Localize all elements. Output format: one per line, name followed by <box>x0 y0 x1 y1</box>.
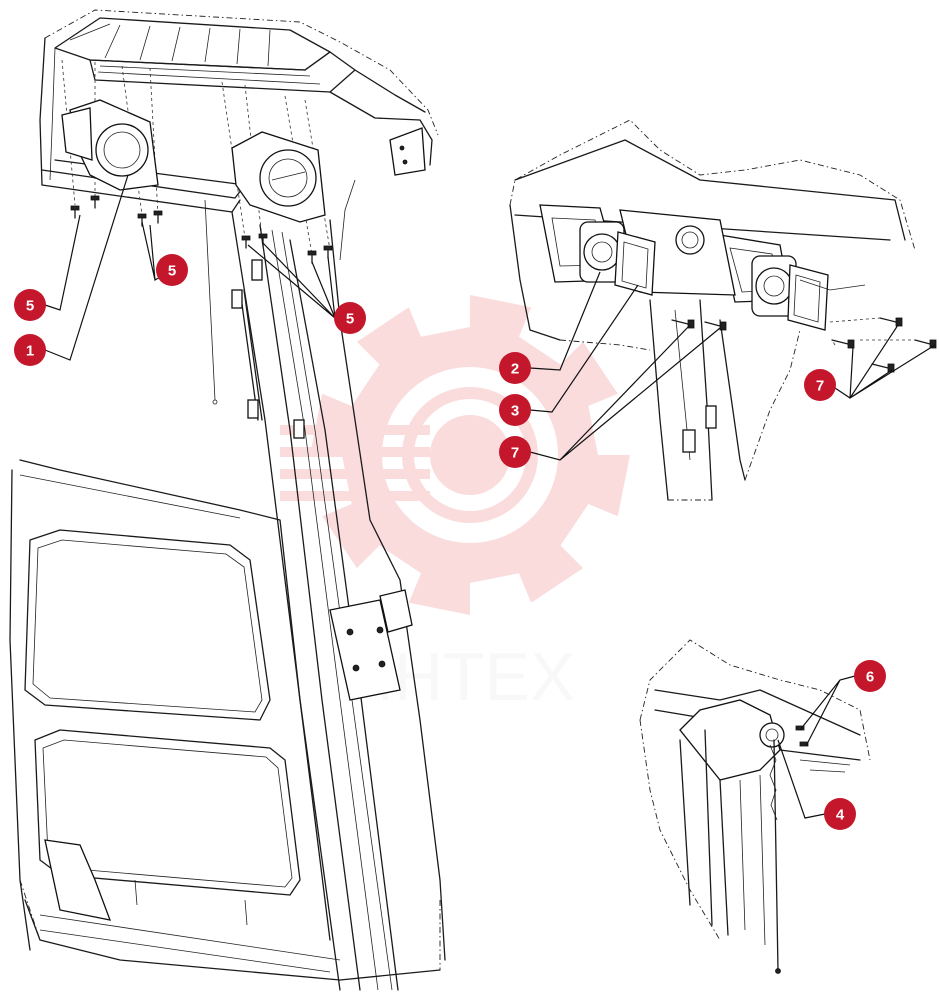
speaker-detail-view <box>509 119 937 501</box>
screws-left <box>671 319 727 331</box>
callout-speaker-screws-right: 7 <box>804 369 836 401</box>
callout-number: 1 <box>26 343 34 360</box>
watermark-ring-1 <box>382 367 558 543</box>
callout-speaker-grille: 3 <box>499 394 531 426</box>
speaker-right <box>751 255 797 317</box>
watermark-gear-shape <box>310 295 630 615</box>
callout-antenna: 4 <box>824 798 856 830</box>
callout-number: 2 <box>511 361 519 378</box>
callout-circle <box>14 289 46 321</box>
callout-left-bracket-bolts: 5 <box>14 289 46 321</box>
callout-circle <box>804 369 836 401</box>
watermark-stripe <box>280 447 430 457</box>
screws-right <box>829 317 937 373</box>
callout-number: 6 <box>866 669 874 686</box>
leader-lines <box>44 174 936 819</box>
bolts-upper <box>70 195 333 264</box>
callout-circle <box>499 352 531 384</box>
callout-number: 5 <box>26 298 34 315</box>
watermark-gear-logo: ИНТЕХ <box>280 295 630 615</box>
cab-structure <box>9 9 446 991</box>
callout-speaker-bracket: 1 <box>14 334 46 366</box>
callout-number: 7 <box>511 445 519 462</box>
callout-circle <box>334 302 366 334</box>
watermark-stripe <box>280 491 430 501</box>
callout-number: 5 <box>346 311 354 328</box>
callout-markers: 5 5 1 5 2 3 7 7 6 4 <box>14 254 886 830</box>
callout-circle <box>499 394 531 426</box>
watermark-stripe <box>280 469 430 479</box>
callout-circle <box>156 254 188 286</box>
callout-number: 7 <box>816 378 824 395</box>
callout-number: 3 <box>511 403 519 420</box>
callout-number: 4 <box>836 807 845 824</box>
callout-number: 5 <box>168 263 176 280</box>
callout-circle <box>824 798 856 830</box>
callout-speaker: 2 <box>499 352 531 384</box>
callout-right-bracket-bolts: 5 <box>334 302 366 334</box>
callout-antenna-screws: 6 <box>854 660 886 692</box>
watermark-stripe <box>280 425 430 435</box>
callout-upper-bracket-bolts: 5 <box>156 254 188 286</box>
callout-circle <box>854 660 886 692</box>
callout-circle <box>499 436 531 468</box>
callout-circle <box>14 334 46 366</box>
callout-speaker-screws-left: 7 <box>499 436 531 468</box>
